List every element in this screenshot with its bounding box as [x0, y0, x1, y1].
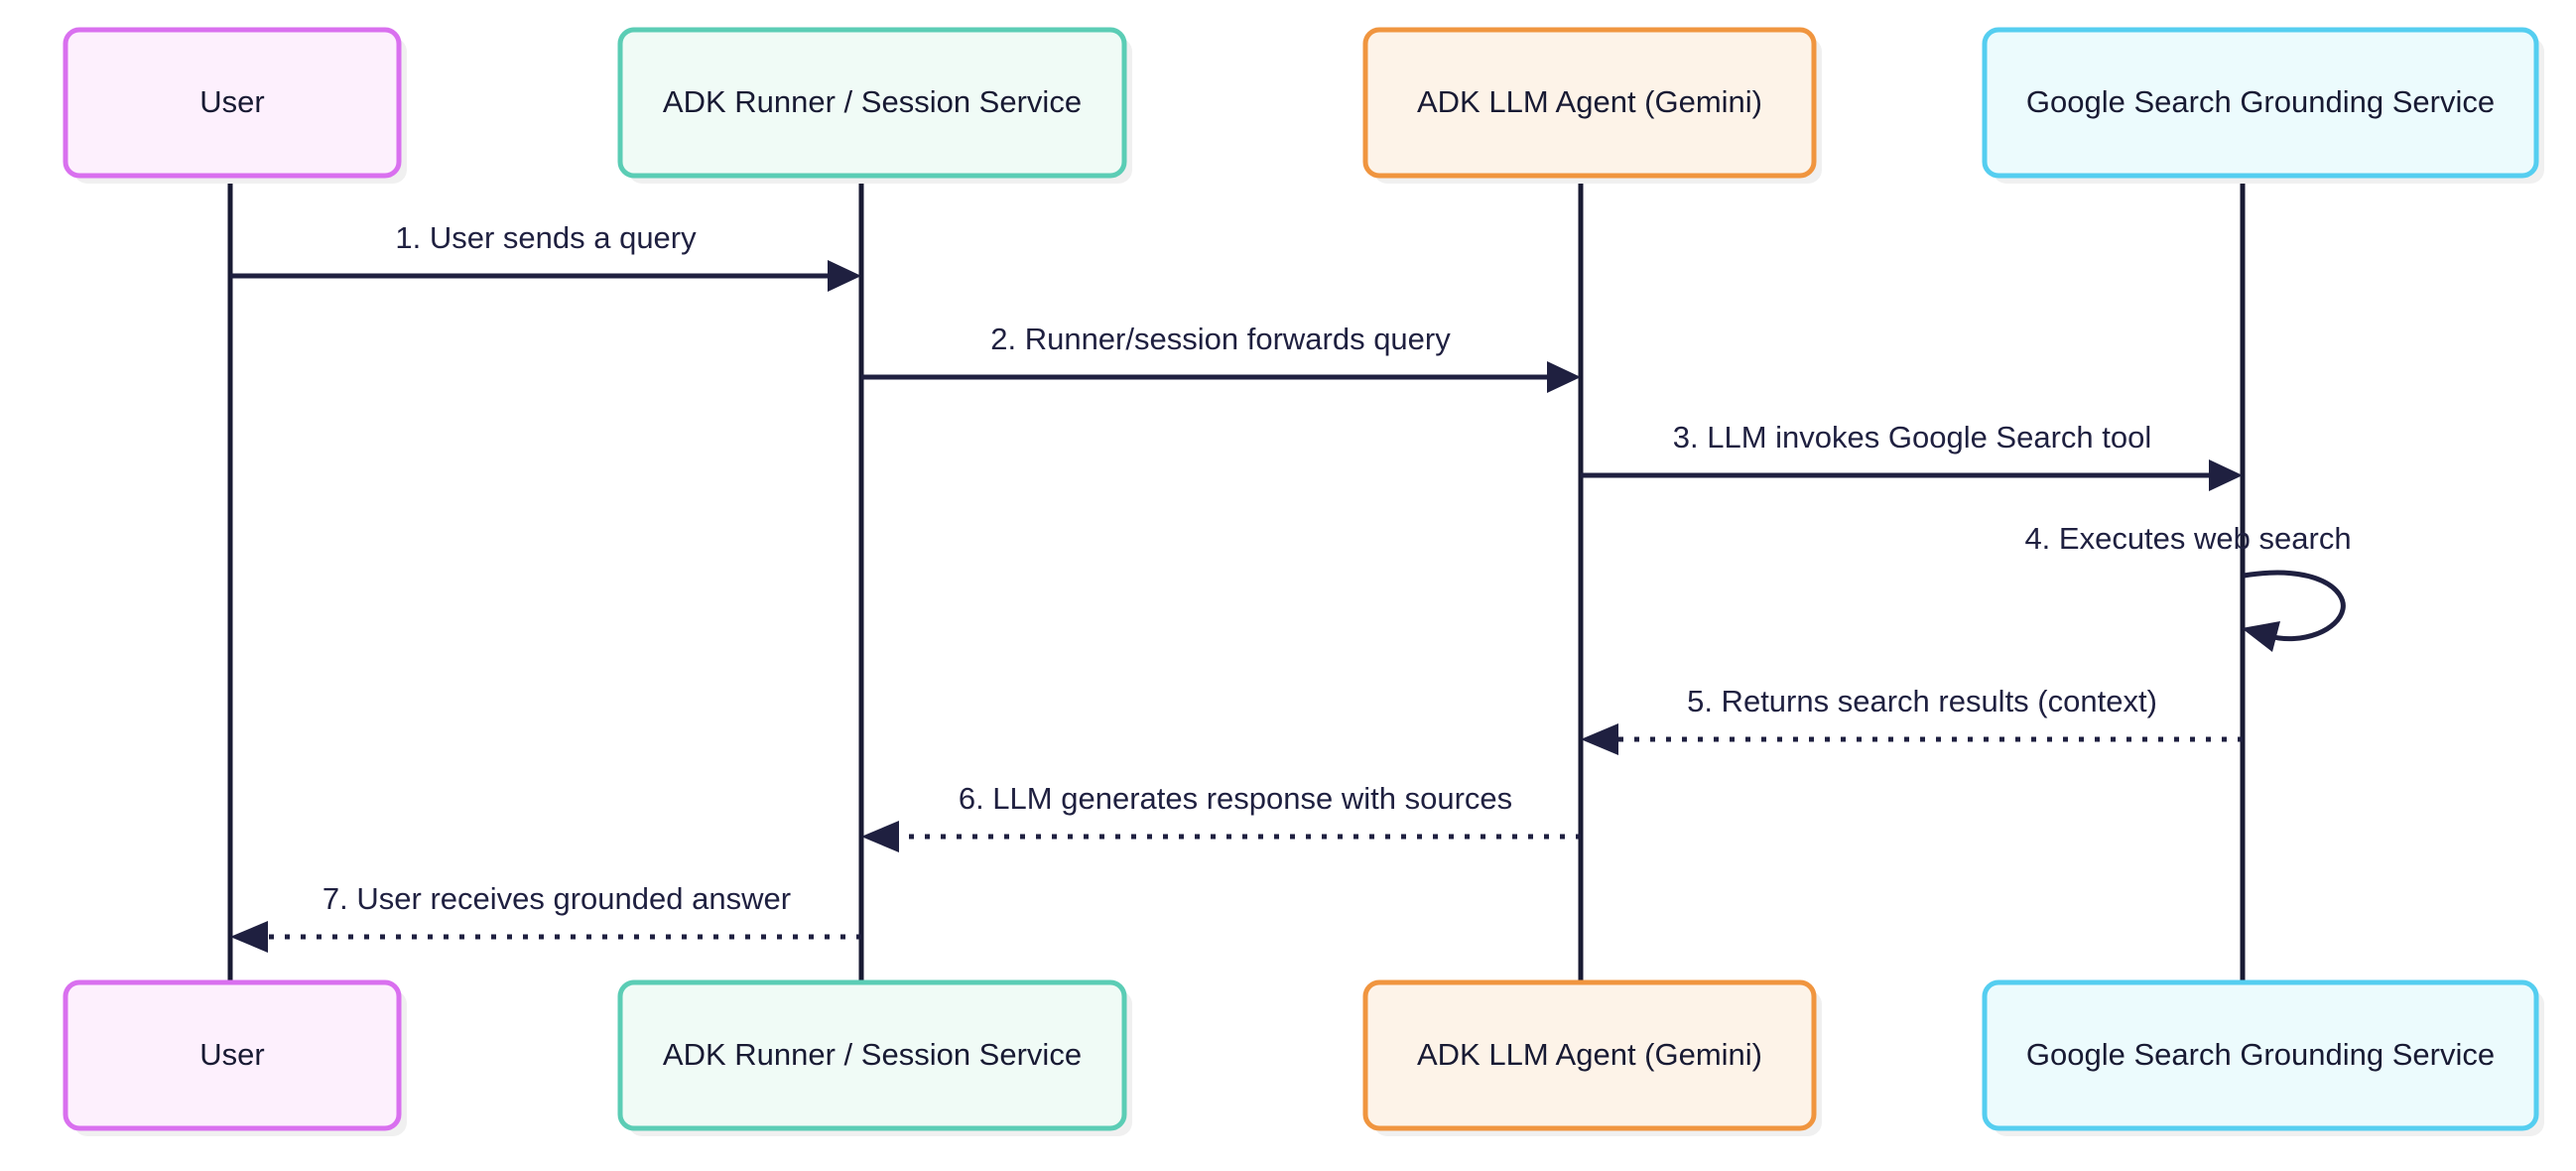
- actor-header-agent-label: ADK LLM Agent (Gemini): [1417, 84, 1762, 119]
- message-3-arrowhead: [2209, 459, 2243, 491]
- message-5-label: 5. Returns search results (context): [1687, 684, 2157, 718]
- actor-header-boxes: User ADK Runner / Session Service ADK LL…: [63, 27, 2544, 184]
- actor-footer-search-label: Google Search Grounding Service: [2026, 1037, 2495, 1072]
- actor-footer-user-label: User: [199, 1037, 264, 1072]
- actor-header-user-label: User: [199, 84, 264, 119]
- message-2[interactable]: 2. Runner/session forwards query: [861, 322, 1581, 393]
- actor-footer-agent-rect: [1362, 979, 1817, 1131]
- actor-footer-agent[interactable]: ADK LLM Agent (Gemini): [1362, 979, 1822, 1136]
- message-1[interactable]: 1. User sends a query: [230, 220, 861, 292]
- message-1-arrowhead: [828, 260, 861, 292]
- message-3[interactable]: 3. LLM invokes Google Search tool: [1581, 420, 2243, 491]
- actor-footer-user-rect: [63, 979, 402, 1131]
- actor-footer-user[interactable]: User: [63, 979, 407, 1136]
- actor-footer-runner-label: ADK Runner / Session Service: [663, 1037, 1082, 1072]
- message-6-label: 6. LLM generates response with sources: [959, 781, 1512, 816]
- message-5-arrowhead: [1581, 723, 1618, 755]
- message-3-label: 3. LLM invokes Google Search tool: [1673, 420, 2152, 455]
- message-1-label: 1. User sends a query: [395, 220, 697, 255]
- message-4-arrowhead: [2242, 621, 2280, 652]
- actor-footer-search-rect: [1982, 979, 2539, 1131]
- message-4-label: 4. Executes web search: [2024, 521, 2351, 556]
- lifelines-group: [227, 176, 2246, 984]
- message-6-arrowhead: [861, 821, 899, 852]
- actor-header-runner-label: ADK Runner / Session Service: [663, 84, 1082, 119]
- message-2-label: 2. Runner/session forwards query: [990, 322, 1451, 356]
- actor-header-user[interactable]: User: [63, 27, 407, 184]
- actor-header-search-label: Google Search Grounding Service: [2026, 84, 2495, 119]
- actor-header-agent-rect: [1362, 27, 1817, 179]
- message-5[interactable]: 5. Returns search results (context): [1581, 684, 2243, 755]
- message-7-arrowhead: [230, 921, 268, 953]
- actor-header-runner[interactable]: ADK Runner / Session Service: [617, 27, 1132, 184]
- message-6[interactable]: 6. LLM generates response with sources: [861, 781, 1581, 852]
- actor-header-user-rect: [63, 27, 402, 179]
- message-7-label: 7. User receives grounded answer: [322, 881, 791, 916]
- actor-header-search-rect: [1982, 27, 2539, 179]
- message-4-loop-path: [2243, 570, 2346, 642]
- actor-footer-agent-label: ADK LLM Agent (Gemini): [1417, 1037, 1762, 1072]
- actor-footer-search[interactable]: Google Search Grounding Service: [1982, 979, 2544, 1136]
- actor-header-agent[interactable]: ADK LLM Agent (Gemini): [1362, 27, 1822, 184]
- actor-header-runner-rect: [617, 27, 1127, 179]
- actor-footer-runner-rect: [617, 979, 1127, 1131]
- message-4-self-loop[interactable]: 4. Executes web search: [2024, 521, 2352, 652]
- message-2-arrowhead: [1547, 361, 1581, 393]
- actor-footer-runner[interactable]: ADK Runner / Session Service: [617, 979, 1132, 1136]
- actor-header-search[interactable]: Google Search Grounding Service: [1982, 27, 2544, 184]
- message-7[interactable]: 7. User receives grounded answer: [230, 881, 861, 953]
- actor-footer-boxes: User ADK Runner / Session Service ADK LL…: [63, 979, 2544, 1136]
